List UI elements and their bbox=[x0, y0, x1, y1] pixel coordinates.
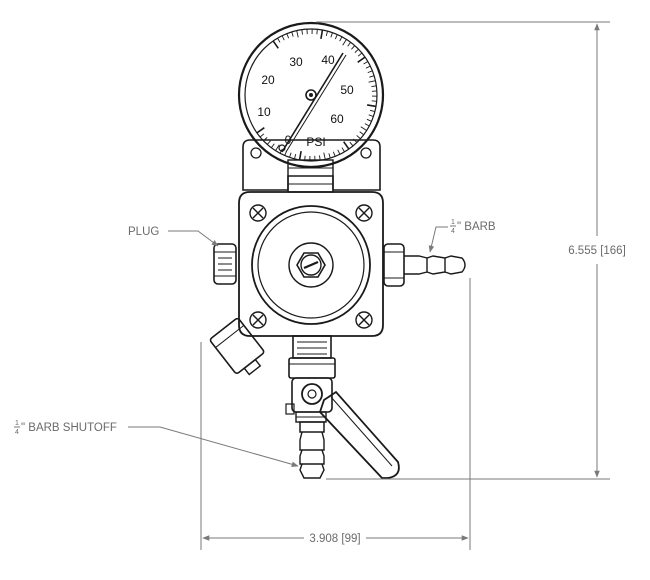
gauge-tick bbox=[357, 52, 363, 57]
gauge-tick bbox=[277, 37, 281, 43]
width-value: 3.908 [99] bbox=[309, 533, 360, 545]
gauge-tick bbox=[256, 127, 265, 134]
gauge-tick bbox=[368, 80, 376, 83]
outlet-stem bbox=[288, 335, 336, 379]
gauge-tick bbox=[356, 135, 361, 140]
barb-label: " BARB bbox=[457, 221, 496, 233]
gauge-tick bbox=[319, 155, 321, 161]
gauge-tick bbox=[371, 85, 377, 87]
barb-fraction-numerator: 1 bbox=[451, 219, 455, 226]
gauge-tick bbox=[281, 35, 285, 41]
gauge-tick bbox=[266, 140, 271, 145]
gauge-tick bbox=[343, 141, 350, 150]
angled-plug bbox=[209, 317, 265, 376]
barb-fitting bbox=[383, 243, 466, 287]
shutoff-callout: 1 4 " BARB SHUTOFF bbox=[14, 420, 299, 467]
gauge-label-60: 60 bbox=[330, 112, 344, 126]
width-dimension: 3.908 [99] bbox=[200, 278, 471, 550]
gauge-tick bbox=[368, 114, 374, 117]
height-dimension: 6.555 [166] bbox=[316, 21, 626, 480]
barb-callout: 1 4 " BARB bbox=[428, 219, 496, 253]
gauge-tick bbox=[366, 118, 372, 122]
gauge-label-40: 40 bbox=[321, 53, 335, 67]
gauge-tick bbox=[353, 138, 358, 143]
gauge-needle bbox=[278, 52, 347, 153]
gauge-tick bbox=[259, 133, 265, 138]
gauge-tick bbox=[301, 29, 303, 35]
gauge-tick bbox=[332, 151, 336, 157]
gauge-label-10: 10 bbox=[257, 105, 271, 119]
shutoff-fraction-denominator: 4 bbox=[15, 429, 19, 436]
gauge-ticks bbox=[256, 29, 377, 161]
gauge-tick bbox=[339, 36, 343, 42]
gauge-tick bbox=[294, 153, 297, 160]
gauge-tick bbox=[365, 65, 371, 69]
gauge-label-0: 0 bbox=[285, 133, 292, 147]
gauge-tick bbox=[328, 153, 331, 159]
gauge-tick bbox=[363, 61, 369, 65]
gauge-tick bbox=[325, 30, 328, 37]
gauge-label-50: 50 bbox=[340, 83, 354, 97]
shutoff-fraction-numerator: 1 bbox=[15, 420, 19, 427]
screw-icon bbox=[249, 204, 267, 222]
gauge-label-20: 20 bbox=[261, 73, 275, 87]
pressure-gauge: 0 10 20 30 40 50 60 PSI bbox=[237, 21, 385, 169]
regulator-body bbox=[238, 191, 384, 337]
gauge-tick bbox=[360, 126, 367, 131]
shutoff-handle bbox=[318, 390, 400, 479]
gauge-unit: PSI bbox=[306, 135, 325, 149]
gauge-label-30: 30 bbox=[289, 55, 303, 69]
plug-fitting bbox=[213, 243, 237, 285]
gauge-tick bbox=[366, 104, 377, 108]
gauge-tick bbox=[272, 40, 279, 49]
plug-callout: PLUG bbox=[128, 226, 219, 247]
shutoff-barb bbox=[299, 421, 325, 479]
gauge-tick bbox=[320, 29, 324, 40]
gauge-tick bbox=[369, 109, 376, 112]
gauge-tick bbox=[359, 131, 364, 136]
gauge-tick bbox=[263, 137, 268, 142]
gauge-tick bbox=[289, 152, 292, 158]
gauge-tick bbox=[275, 144, 280, 151]
gauge-tick bbox=[296, 30, 299, 38]
gauge-tick bbox=[270, 143, 275, 148]
gauge-tick bbox=[354, 48, 359, 53]
gauge-tick bbox=[369, 75, 375, 78]
gauge-tick bbox=[337, 149, 341, 155]
gauge-tick bbox=[351, 45, 356, 50]
gauge-tick bbox=[342, 39, 347, 46]
body-screws bbox=[249, 204, 373, 329]
gauge-tick bbox=[298, 150, 302, 161]
gauge-tick bbox=[367, 70, 373, 74]
barb-fraction-denominator: 4 bbox=[451, 228, 455, 235]
screw-icon bbox=[355, 204, 373, 222]
screw-icon bbox=[355, 311, 373, 329]
gauge-tick bbox=[364, 123, 370, 127]
shutoff-label: " BARB SHUTOFF bbox=[21, 422, 117, 434]
gauge-tick bbox=[349, 141, 354, 147]
gauge-tick bbox=[341, 147, 345, 153]
gauge-tick bbox=[357, 56, 366, 63]
height-value: 6.555 [166] bbox=[568, 245, 626, 257]
gauge-tick bbox=[291, 31, 294, 37]
plug-label: PLUG bbox=[128, 226, 159, 238]
gauge-tick bbox=[286, 33, 290, 39]
gauge-tick bbox=[334, 34, 338, 40]
gauge-tick bbox=[323, 152, 326, 160]
screw-icon bbox=[249, 311, 267, 329]
gauge-tick bbox=[347, 42, 352, 47]
gauge-tick bbox=[330, 32, 333, 38]
